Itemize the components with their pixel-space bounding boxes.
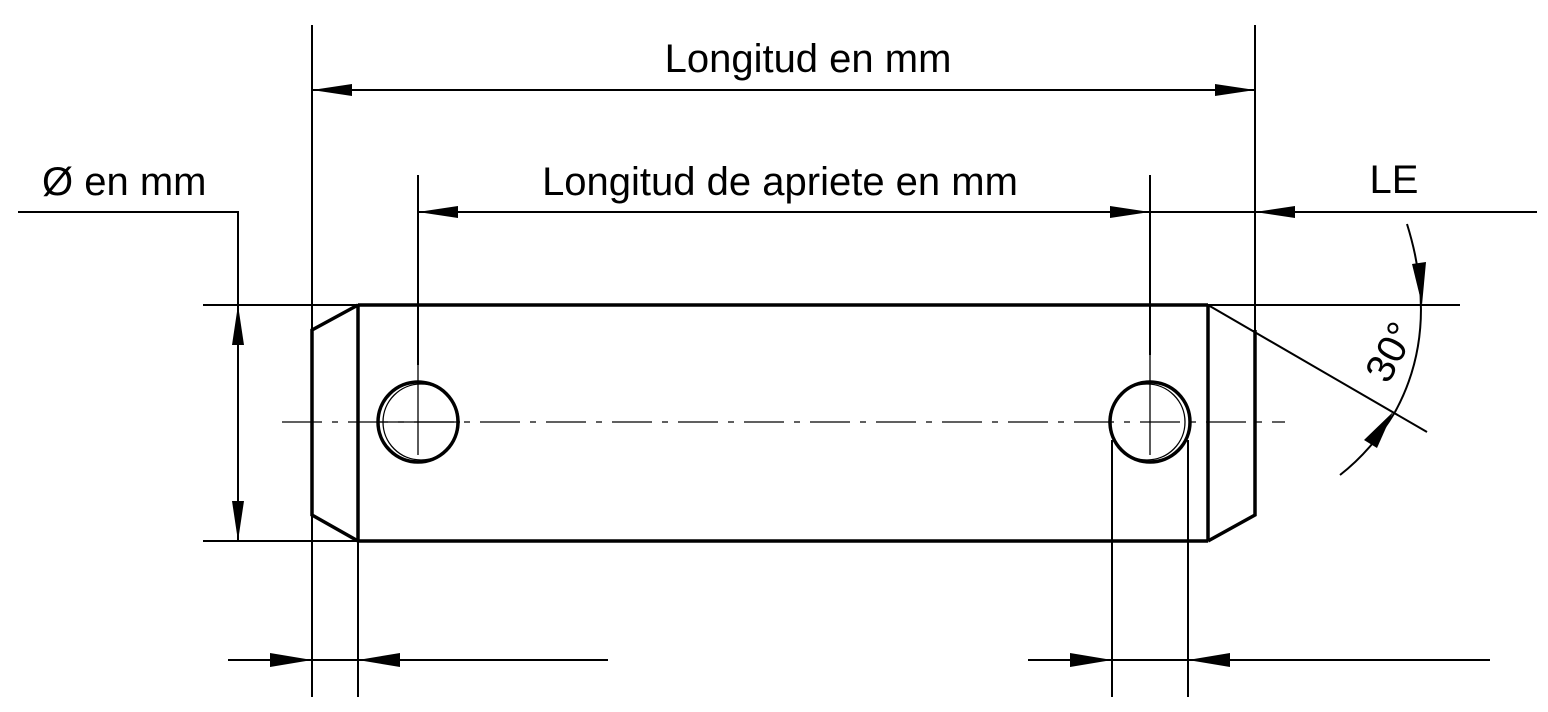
length-label: Longitud en mm (665, 37, 952, 81)
diameter-label: Ø en mm (42, 160, 206, 204)
clamp-length-dimension: Longitud de apriete en mm LE (418, 158, 1537, 218)
angle-dimension: 30° (1339, 223, 1426, 476)
diameter-dimension: Ø en mm (18, 160, 244, 541)
clamp-length-label: Longitud de apriete en mm (542, 160, 1018, 204)
pin-body (282, 303, 1428, 543)
le-label: LE (1370, 158, 1419, 202)
chamfer-dimension (228, 653, 608, 667)
angle-label: 30° (1357, 315, 1424, 389)
length-dimension: Longitud en mm (312, 37, 1255, 96)
extension-lines (203, 25, 1460, 697)
hole-diameter-dimension (1028, 653, 1490, 667)
cross-hole-right (1108, 380, 1192, 464)
